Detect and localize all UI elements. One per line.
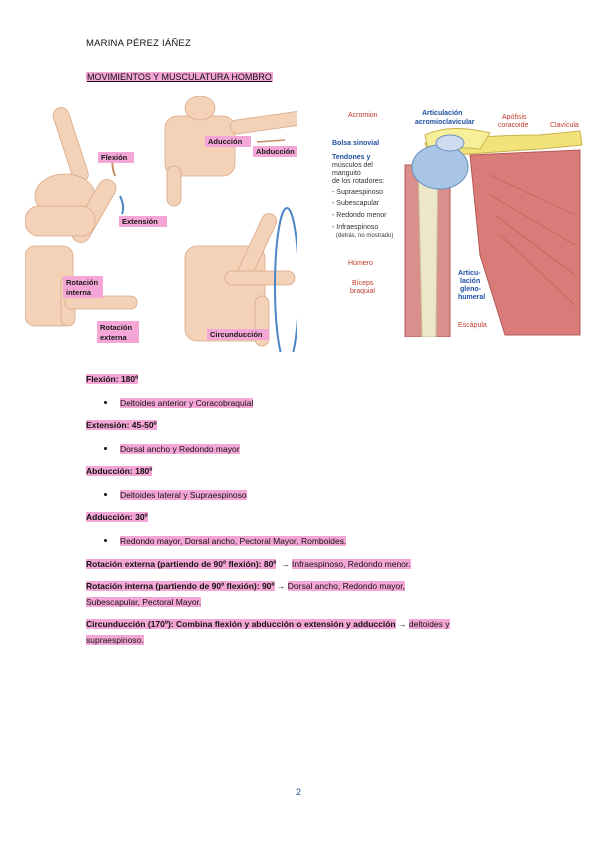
label-gleno-2: lación: [460, 278, 480, 285]
aduccion-heading: Adducción: 30º: [86, 512, 148, 522]
circunduccion-muscles-1: deltoides y: [408, 619, 450, 629]
extension-muscles: Dorsal ancho y Redondo mayor: [120, 444, 240, 454]
label-tendones-4: de los rotadores:: [332, 178, 384, 185]
label-acromion: Acromion: [348, 112, 378, 119]
label-humero: Húmero: [348, 260, 373, 267]
label-tendones-1: Tendones y: [332, 154, 370, 161]
shoulder-anatomy-illustration: Acromion Articulación acromioclavicular …: [330, 105, 585, 337]
label-tendones-2: músculos del: [332, 162, 373, 169]
label-gleno-3: gleno-: [460, 286, 482, 293]
author-name: MARINA PÉREZ IÁÑEZ: [86, 38, 191, 49]
label-supra: - Supraespinoso: [332, 189, 383, 196]
flexion-muscles: Deltoides anterior y Coracobraquial: [120, 398, 254, 408]
abduccion-bullet: Deltoides lateral y Supraespinoso: [104, 490, 247, 500]
label-tendones-3: manguito: [332, 170, 361, 177]
label-infra-note: (detrás, no mostrado): [336, 233, 393, 239]
rotation-figure: [25, 245, 138, 327]
label-extension: Extensión: [122, 217, 158, 226]
flexion-bullet: Deltoides anterior y Coracobraquial: [104, 398, 254, 408]
aduccion-muscles: Redondo mayor, Dorsal ancho, Pectoral Ma…: [120, 536, 347, 546]
arrow-icon: →: [398, 619, 407, 629]
label-rotacion-externa-1: Rotación: [100, 323, 133, 332]
aduccion-bullet: Redondo mayor, Dorsal ancho, Pectoral Ma…: [104, 536, 347, 546]
label-subesc: - Subescapular: [332, 200, 380, 207]
label-gleno-1: Articu-: [458, 270, 481, 277]
page-number: 2: [296, 787, 302, 797]
rot-interna-muscles-2: Subescapular, Pectoral Mayor.: [86, 597, 202, 607]
label-infra: - Infraespinoso: [332, 224, 378, 231]
label-biceps-2: braquial: [350, 288, 375, 295]
circunduccion-line: Circunducción (170º): Combina flexión y …: [86, 616, 516, 648]
circumduction-figure: [184, 207, 297, 352]
label-redondo: - Redondo menor: [332, 212, 387, 219]
flexion-figure: [25, 107, 117, 243]
label-apofisis-2: coracoide: [498, 122, 528, 129]
section-title: MOVIMIENTOS Y MUSCULATURA HOMBRO: [86, 72, 273, 82]
label-gleno-4: humeral: [458, 294, 485, 301]
rotacion-externa-line: Rotación externa (partiendo de 90º flexi…: [86, 556, 516, 572]
rot-externa-label: Rotación externa (partiendo de 90º flexi…: [86, 559, 277, 569]
rot-interna-muscles-1: Dorsal ancho, Redondo mayor,: [287, 581, 405, 591]
label-flexion: Flexión: [101, 153, 128, 162]
label-apofisis-1: Apófisis: [502, 114, 527, 121]
arrow-icon: →: [281, 559, 290, 569]
label-bolsa: Bolsa sinovial: [332, 140, 379, 147]
label-rotacion-externa-2: externa: [100, 333, 128, 342]
rot-externa-muscles: Infraespinoso, Redondo menor.: [292, 559, 411, 569]
flexion-heading: Flexión: 180º: [86, 374, 139, 384]
label-biceps-1: Bíceps: [352, 280, 374, 287]
shoulder-movements-illustration: Flexión Extensión Aducción Abducción Rot…: [25, 96, 297, 352]
circunduccion-label: Circunducción (170º): Combina flexión y …: [86, 619, 396, 629]
abduccion-muscles: Deltoides lateral y Supraespinoso: [120, 490, 247, 500]
label-articulacion-ac-1: Articulación: [422, 110, 462, 117]
label-circunduccion: Circunducción: [210, 330, 263, 339]
label-aduccion: Aducción: [208, 137, 243, 146]
abduction-figure: [164, 96, 297, 207]
label-clavicula: Clavícula: [550, 122, 579, 129]
label-rotacion-interna-1: Rotación: [66, 278, 99, 287]
label-rotacion-interna-2: interna: [66, 288, 92, 297]
extension-bullet: Dorsal ancho y Redondo mayor: [104, 444, 240, 454]
extension-heading: Extensión: 45-50º: [86, 420, 157, 430]
rot-interna-label: Rotación interna (partiendo de 90º flexi…: [86, 581, 275, 591]
rotacion-interna-line: Rotación interna (partiendo de 90º flexi…: [86, 578, 516, 610]
abduccion-heading: Abducción: 180º: [86, 466, 153, 476]
circunduccion-muscles-2: supraespinoso.: [86, 635, 144, 645]
label-articulacion-ac-2: acromioclavicular: [415, 119, 475, 126]
label-abduccion: Abducción: [256, 147, 295, 156]
label-escapula: Escápula: [458, 322, 487, 329]
arrow-icon: →: [276, 581, 286, 591]
